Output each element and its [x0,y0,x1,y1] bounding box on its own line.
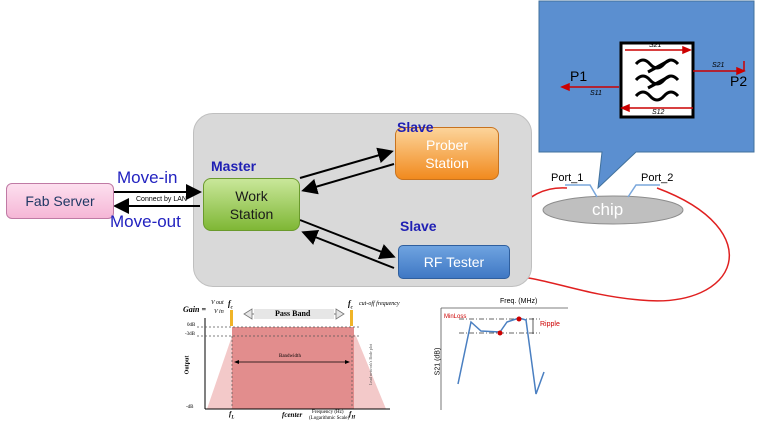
gain-formula-label: Gain = [183,305,207,314]
cutoff-frequency-label: cut-off frequency [359,301,400,307]
work-station-node: Work Station [203,178,300,231]
port-1-label: Port_1 [551,172,584,184]
prober-station-node: Prober Station [395,127,499,180]
s21-top-label: S21 [649,42,662,49]
s21-freq-label: Freq. (MHz) [500,298,538,305]
ripple-point [497,330,503,336]
filter-wave-icon [634,58,680,102]
minloss-label: MinLoss [444,314,467,320]
passband-area [232,327,354,409]
minloss-point [516,316,522,322]
ripple-label: Ripple [540,321,560,328]
port-2-label: Port_2 [641,172,674,184]
p1-label: P1 [570,68,588,84]
s12-label: S12 [652,109,665,116]
s21-curve [457,317,545,395]
s21-right-label: S21 [712,62,725,69]
slave-label-rf: Slave [400,218,437,234]
minus-3db-label: -3dB [185,332,195,337]
fl-label: fL [229,410,235,421]
connect-by-lan-label: Connect by LAN [136,196,187,203]
fc-right-label: fc [348,299,353,311]
s21-ylabel: S21 (dB) [434,347,442,376]
p2-label: P2 [730,73,748,89]
chip-ellipse [542,195,684,225]
s11-label: S11 [590,90,602,97]
bandwidth-label: Bandwidth [279,354,301,359]
pass-band-label: Pass Band [275,309,311,318]
filter-symbol-box [619,41,695,119]
move-out-label: Move-out [110,212,181,231]
frequency-axis-label: Frequency (Hz) [312,410,344,415]
port2-cable [504,187,731,302]
rf-tester-node: RF Tester [398,245,510,279]
chip-label: chip [592,200,624,219]
slave-label-prober: Slave [397,119,434,135]
log-scale-label: (Logarithmic Scale) [309,416,350,421]
fcenter-label: fcenter [282,411,303,419]
minus-db-label: -dB [186,405,194,410]
fh-label: fH [349,410,356,421]
gain-denominator: V in [214,309,224,315]
move-in-label: Move-in [117,168,178,187]
master-label: Master [211,158,257,174]
gain-numerator: V out [211,300,224,306]
fc-left-label: fc [228,299,233,311]
fab-server-node: Fab Server [6,183,114,219]
zero-db-label: 0dB [187,323,196,328]
